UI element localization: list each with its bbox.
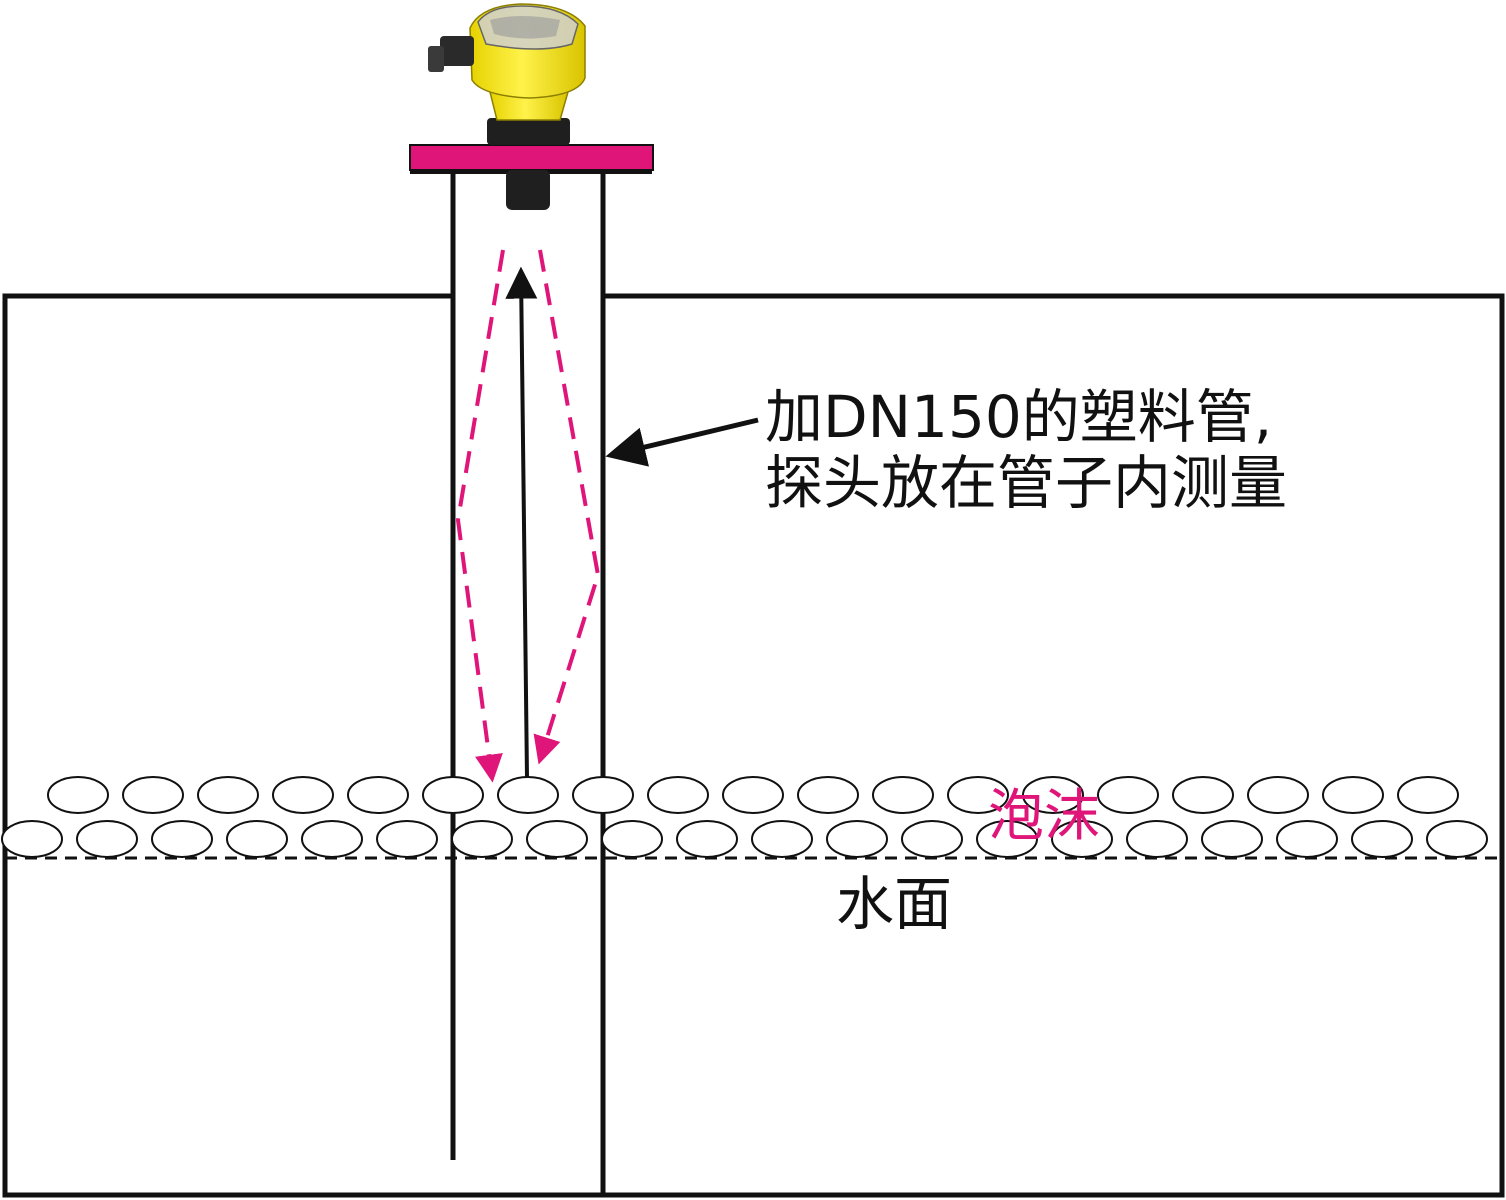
foam-bubble: [47, 776, 109, 814]
foam-bubble: [301, 820, 363, 858]
sensor-probe-tip: [506, 170, 550, 210]
reflected-echo-arrow: [505, 266, 538, 779]
foam-bubble: [1247, 776, 1309, 814]
foam-bubble: [872, 776, 934, 814]
foam-bubble: [947, 776, 1009, 814]
foam-bubble: [826, 820, 888, 858]
foam-bubble: [1397, 776, 1459, 814]
foam-bubble: [601, 820, 663, 858]
foam-bubble: [647, 776, 709, 814]
foam-bubble: [1201, 820, 1263, 858]
foam-bubble: [151, 820, 213, 858]
foam-bubble: [1322, 776, 1384, 814]
emitted-wave-right: [533, 249, 601, 765]
foam-bubble: [497, 776, 559, 814]
pipe-note-line1: 加DN150的塑料管,: [765, 383, 1272, 451]
foam-bubble: [1172, 776, 1234, 814]
foam-bubble: [1351, 820, 1413, 858]
sensor-thread: [487, 118, 570, 145]
foam-bubble: [901, 820, 963, 858]
foam-bubble: [1051, 820, 1113, 858]
sensor-cover-shade: [490, 16, 560, 39]
pipe-note-line2: 探头放在管子内测量: [765, 449, 1287, 517]
foam-bubble: [76, 820, 138, 858]
water-surface-label: 水面: [836, 870, 952, 938]
foam-bubble: [1, 820, 63, 858]
foam-bubble: [197, 776, 259, 814]
foam-bubble: [751, 820, 813, 858]
foam-bubble: [226, 820, 288, 858]
foam-bubble: [572, 776, 634, 814]
emitted-wave-left: [455, 249, 505, 783]
foam-bubble: [1097, 776, 1159, 814]
foam-bubble: [722, 776, 784, 814]
tank: [2, 293, 1505, 1198]
foam-bubble: [1126, 820, 1188, 858]
foam-bubble: [272, 776, 334, 814]
sensor-cable-nut: [428, 46, 444, 72]
foam-bubble: [526, 820, 588, 858]
tank-outline-left: [2, 293, 603, 1198]
foam-bubble: [1022, 776, 1084, 814]
ultrasonic-level-sensor-icon: [428, 3, 586, 210]
echo-signal: [455, 249, 601, 783]
foam-bubble: [122, 776, 184, 814]
foam-bubble: [451, 820, 513, 858]
foam-bubbles: [1, 776, 1488, 858]
foam-label: 泡沫: [988, 784, 1100, 849]
foam-bubble: [422, 776, 484, 814]
sensor-cable-gland: [440, 36, 474, 66]
foam-bubble: [1426, 820, 1488, 858]
foam-bubble: [797, 776, 859, 814]
mounting-flange: [409, 144, 654, 171]
foam-bubble: [676, 820, 738, 858]
tank-outline-right: [603, 293, 1505, 1198]
foam-bubble: [376, 820, 438, 858]
foam-bubble: [347, 776, 409, 814]
pipe-pointer-arrow: [605, 417, 759, 467]
foam-bubble: [1276, 820, 1338, 858]
plastic-pipe: [410, 170, 652, 1195]
